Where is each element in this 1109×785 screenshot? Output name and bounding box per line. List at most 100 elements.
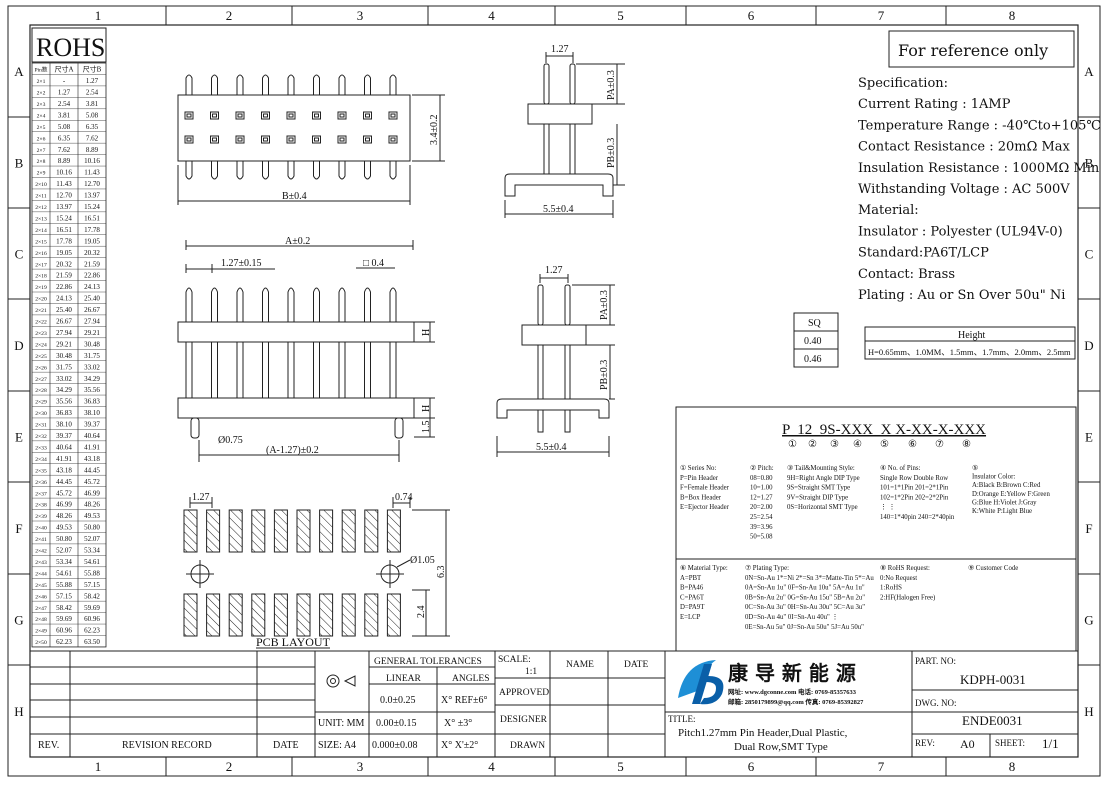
pin-table-cell: 24.13: [84, 283, 100, 291]
pin-table-cell: 40.64: [56, 443, 72, 451]
code-legend-line: 140=1*40pin 240=2*40pin: [880, 514, 955, 521]
pin-table-cell: 6.35: [86, 123, 99, 131]
tb-date-2: DATE: [624, 660, 648, 670]
code-legend-line: A:Black B:Brown C:Red: [972, 482, 1041, 489]
pin-table-cell: 24.13: [56, 295, 72, 303]
company-mail: 邮箱: 2850179899@qq.com 传真: 0769-85392827: [728, 697, 864, 706]
pin-table-cell: 13.97: [84, 192, 100, 200]
pin-table-cell: 2×35: [35, 468, 47, 474]
pin-table-cell: 2×11: [35, 194, 47, 200]
pin-table-cell: 26.67: [56, 318, 72, 326]
pin-table-cell: 35.56: [84, 386, 100, 394]
pin-table-cell: 2×8: [37, 159, 46, 165]
spec-line: Contact: Brass: [858, 267, 955, 282]
grid-col-label-bottom: 8: [1009, 759, 1016, 774]
tb-unit: UNIT: MM: [318, 718, 365, 729]
pin-table-cell: 63.50: [84, 638, 100, 646]
pin-table-cell: 11.43: [56, 180, 72, 188]
pin-table-cell: 2×31: [35, 423, 47, 429]
code-legend-line: 08=0.80: [750, 475, 773, 482]
grid-row-label-right: A: [1084, 64, 1094, 79]
grid-col-label-top: 3: [357, 8, 364, 23]
pin-table-cell: 22.86: [56, 283, 72, 291]
pin-table-cell: 7.62: [58, 146, 71, 154]
code-legend-line: 50=5.08: [750, 534, 773, 541]
pin-table-cell: 2.54: [86, 89, 99, 97]
side-pitch-dim: 1.27: [551, 44, 569, 55]
pin-table-cell: 57.15: [84, 581, 100, 589]
pin-table-cell: 49.53: [84, 512, 100, 520]
code-marker: ④: [853, 439, 862, 450]
grid-row-label-left: F: [15, 521, 22, 536]
sq-value-2: 0.46: [804, 354, 822, 365]
code-marker: ⑤: [880, 439, 889, 450]
code-legend-line: 9H=Right Angle DIP Type: [787, 475, 860, 482]
code-legend-line: B=Box Header: [680, 494, 722, 501]
tb-name: NAME: [566, 660, 594, 670]
grid-row-label-right: E: [1085, 430, 1093, 445]
grid-row-label-left: A: [14, 64, 24, 79]
tb-ang-1: X° REF±6°: [441, 695, 488, 706]
specification-list: Specification:Current Rating : 1AMPTempe…: [858, 76, 1101, 303]
sq-value-1: 0.40: [804, 336, 822, 347]
pin-table-cell: 10.16: [56, 169, 72, 177]
title-block-lines: [30, 650, 1078, 757]
spec-line: Standard:PA6T/LCP: [858, 246, 989, 261]
pin-table-cell: 2×38: [35, 503, 47, 509]
side2-w-dim: 5.5±0.4: [536, 442, 567, 453]
pin-table-cell: 26.67: [84, 306, 100, 314]
tb-rev-value: A0: [960, 737, 975, 751]
pin-table-cell: 22.86: [84, 272, 100, 280]
pin-table-cell: 尺寸B: [83, 65, 102, 74]
pin-table-cell: 2×22: [35, 320, 47, 326]
company-web: 网址: www.dgconne.com 电话: 0769-85357633: [728, 687, 857, 696]
tb-general-tol: GENERAL TOLERANCES: [374, 657, 482, 667]
pin-table-cell: 8.89: [86, 146, 99, 154]
pin-table-cell: 27.94: [56, 329, 72, 337]
tb-tol-3: 0.000±0.08: [372, 740, 418, 751]
pin-table-cell: 59.69: [56, 615, 72, 623]
pcb-layout-title: PCB LAYOUT: [256, 635, 331, 649]
grid-row-label-right: G: [1084, 613, 1093, 628]
tb-ang-3: X° X'±2°: [441, 740, 478, 751]
front-a127-dim: (A-1.27)±0.2: [266, 445, 319, 456]
front-h1-dim: H: [421, 329, 432, 336]
pin-table-cell: 2×46: [35, 594, 47, 600]
pin-table-cell: 2×21: [35, 308, 47, 314]
spec-line: Current Rating : 1AMP: [858, 97, 1011, 112]
pin-table-cell: 2×29: [35, 400, 47, 406]
pin-table-cell: 15.24: [56, 214, 72, 222]
grid-col-label-top: 8: [1009, 8, 1016, 23]
part-code: P 12 9S-XXX X X-XX-X-XXX: [782, 422, 986, 438]
pcb-127-dim: 1.27: [192, 492, 210, 503]
pin-table-cell: 2.54: [58, 100, 71, 108]
pin-table-cell: 44.45: [56, 478, 72, 486]
grid-row-label-left: E: [15, 430, 23, 445]
grid-col-label-top: 4: [488, 8, 495, 23]
spec-line: Material:: [858, 203, 919, 218]
pin-table-cell: 60.96: [56, 627, 72, 635]
code-legend-line: 25=2.54: [750, 514, 773, 521]
pin-table-cell: 2×48: [35, 617, 47, 623]
side2-pa-dim: PA±0.3: [599, 290, 610, 320]
pin-table-cell: 52.07: [56, 547, 72, 555]
height-values: H=0.65mm、1.0MM、1.5mm、1.7mm、2.0mm、2.5mm: [868, 347, 1071, 357]
grid-col-label-top: 5: [617, 8, 624, 23]
pin-table-cell: 33.02: [84, 363, 100, 371]
pin-table-cell: 36.83: [56, 409, 72, 417]
pin-table-cell: 54.61: [56, 569, 72, 577]
code-legend-line: 1:RoHS: [880, 585, 902, 592]
code-legend-line: 101=1*1Pin 201=2*1Pin: [880, 485, 949, 492]
pin-table-cell: 2×27: [35, 377, 47, 383]
pin-table-cell: 50.80: [56, 535, 72, 543]
pin-table-cell: 2×40: [35, 526, 47, 532]
tb-designer: DESIGNER: [500, 715, 548, 725]
pin-table-cell: 46.99: [84, 489, 100, 497]
code-legend-line: ② Pitch:: [750, 464, 774, 472]
grid-row-label-right: H: [1084, 704, 1093, 719]
pin-table-cell: 19.05: [56, 249, 72, 257]
grid-col-label-top: 7: [878, 8, 885, 23]
pin-table-cell: 30.48: [56, 352, 72, 360]
